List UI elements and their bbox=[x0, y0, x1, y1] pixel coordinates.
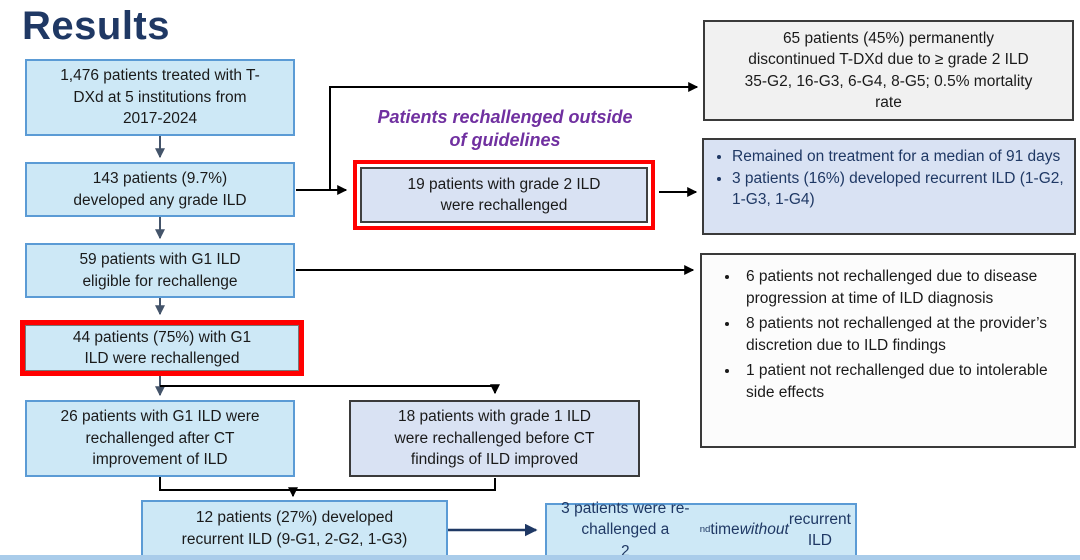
connector-44-to-18 bbox=[160, 384, 500, 395]
not-rechallenged-reasons-list: 6 patients not rechallenged due to disea… bbox=[714, 266, 1068, 404]
bullet-item: 6 patients not rechallenged due to disea… bbox=[740, 266, 1062, 310]
flow-box-not-rechallenged-reasons: 6 patients not rechallenged due to disea… bbox=[700, 253, 1076, 448]
connector-merge-bracket bbox=[159, 476, 496, 491]
bullet-item: 3 patients (16%) developed recurrent ILD… bbox=[732, 169, 1064, 211]
flow-box-grade2-outcomes: Remained on treatment for a median of 91… bbox=[702, 138, 1076, 235]
flow-box-treated: 1,476 patients treated with T- DXd at 5 … bbox=[25, 59, 295, 136]
flow-box-eligible: 59 patients with G1 ILD eligible for rec… bbox=[25, 243, 295, 298]
flow-box-any-grade-ild: 143 patients (9.7%) developed any grade … bbox=[25, 162, 295, 217]
grade2-outcomes-list: Remained on treatment for a median of 91… bbox=[706, 147, 1070, 211]
page-title: Results bbox=[22, 4, 170, 48]
flow-box-rechallenged-after-ct: 26 patients with G1 ILD were rechallenge… bbox=[25, 400, 295, 477]
flow-box-recurrent-ild: 12 patients (27%) developed recurrent IL… bbox=[141, 500, 448, 557]
bullet-item: 1 patient not rechallenged due to intole… bbox=[740, 360, 1062, 404]
flow-box-discontinued: 65 patients (45%) permanently discontinu… bbox=[703, 20, 1074, 121]
bullet-item: 8 patients not rechallenged at the provi… bbox=[740, 313, 1062, 357]
bullet-item: Remained on treatment for a median of 91… bbox=[732, 147, 1064, 168]
flow-box-g1-rechallenged-highlighted: 44 patients (75%) with G1 ILD were recha… bbox=[20, 320, 304, 376]
label-rechallenged-outside-guidelines: Patients rechallenged outside of guideli… bbox=[377, 107, 633, 150]
flow-box-rechallenged-before-ct: 18 patients with grade 1 ILD were rechal… bbox=[349, 400, 640, 477]
flow-box-g2-rechallenged-highlighted: 19 patients with grade 2 ILD were rechal… bbox=[353, 160, 655, 230]
flow-box-g2-rechallenged: 19 patients with grade 2 ILD were rechal… bbox=[360, 167, 648, 223]
slide-footer-strip bbox=[0, 555, 1080, 560]
